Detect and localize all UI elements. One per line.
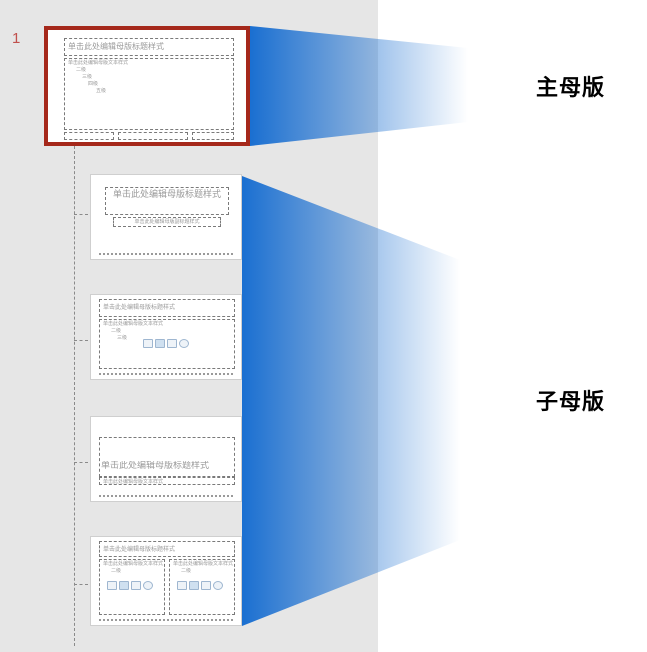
layout-thumbnail-two-content[interactable]: 单击此处编辑母版标题样式 单击此处编辑母版文本样式 二级 单击此处编辑母版文本样… [90,536,242,626]
child-label: 子母版 [536,390,606,415]
body-level3: 三级 [82,74,93,80]
layout-thumbnail-title-content[interactable]: 单击此处编辑母版标题样式 单击此处编辑母版文本样式 二级 三级 [90,294,242,380]
body-level1: 单击此处编辑母版文本样式 [173,561,234,567]
smartart-icon [167,339,177,348]
master-slide-thumbnail[interactable]: 单击此处编辑母版标题样式 单击此处编辑母版文本样式 二级 三级 四级 五级 [44,26,250,146]
layout-frame-placeholder [99,437,235,477]
layout-text-placeholder: 单击此处编辑母版文本样式 [99,477,235,485]
slide-number: 1 [12,30,21,47]
table-icon [107,581,117,590]
smartart-icon [201,581,211,590]
layout-content-placeholder: 单击此处编辑母版文本样式 二级 三级 [99,319,235,369]
footer-line [99,373,235,375]
tree-connector [74,462,88,463]
footer-line [99,253,235,255]
body-level2: 二级 [181,568,192,574]
chart-icon [189,581,199,590]
tree-connector [74,584,88,585]
body-level2: 二级 [111,328,122,334]
layout-thumbnail-section-header[interactable]: 单击此处编辑母版标题样式 单击此处编辑母版文本样式 [90,416,242,502]
smartart-icon [131,581,141,590]
master-date-placeholder [64,132,114,140]
layout-tree-line [74,146,75,646]
body-level4: 四级 [88,81,99,87]
chart-icon [155,339,165,348]
master-ray [250,26,468,146]
layout-thumbnail-title-slide[interactable]: 单击此处编辑母版标题样式 单击此处编辑母版副标题样式 [90,174,242,260]
master-slide-number-placeholder [192,132,234,140]
content-icons [143,339,189,348]
body-level3: 三级 [117,335,128,341]
body-level2: 二级 [76,67,87,73]
master-title-placeholder: 单击此处编辑母版标题样式 [64,38,234,56]
master-footer-placeholder [118,132,188,140]
layout-right-content-placeholder: 单击此处编辑母版文本样式 二级 [169,559,235,615]
tree-connector [74,214,88,215]
layout-title-placeholder: 单击此处编辑母版标题样式 [99,299,235,317]
body-level5: 五级 [96,88,107,94]
layout-subtitle-placeholder: 单击此处编辑母版副标题样式 [113,217,221,227]
layout-title-placeholder: 单击此处编辑母版标题样式 [105,187,229,215]
footer-line [99,495,235,497]
tree-connector [74,340,88,341]
table-icon [143,339,153,348]
body-level2: 二级 [111,568,122,574]
picture-icon [213,581,223,590]
body-level1: 单击此处编辑母版文本样式 [103,561,164,567]
layout-left-content-placeholder: 单击此处编辑母版文本样式 二级 [99,559,165,615]
chart-icon [119,581,129,590]
left-content-icons [107,581,153,590]
layout-title-placeholder: 单击此处编辑母版标题样式 [99,541,235,557]
body-level1: 单击此处编辑母版文本样式 [103,321,164,327]
master-label: 主母版 [536,76,606,101]
body-level1: 单击此处编辑母版文本样式 [68,60,129,66]
picture-icon [143,581,153,590]
layout-title-placeholder: 单击此处编辑母版标题样式 [101,461,210,471]
master-body-placeholder: 单击此处编辑母版文本样式 二级 三级 四级 五级 [64,58,234,130]
footer-line [99,619,235,621]
right-content-icons [177,581,223,590]
picture-icon [179,339,189,348]
table-icon [177,581,187,590]
child-ray [242,176,460,626]
